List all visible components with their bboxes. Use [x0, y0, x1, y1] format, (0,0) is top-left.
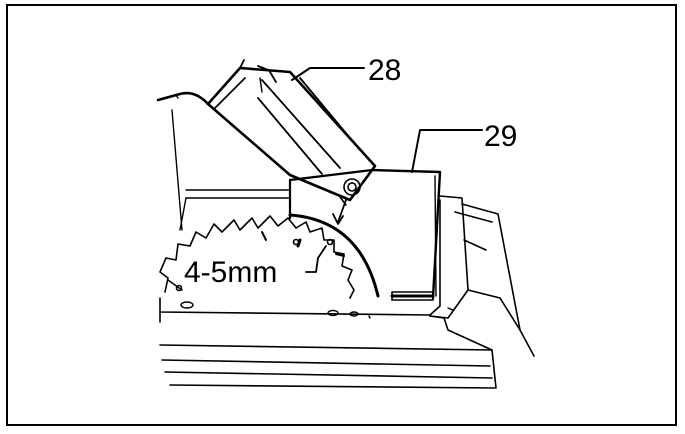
saw-table	[159, 195, 535, 389]
leader-lines	[291, 67, 483, 173]
guard-plate-29	[370, 168, 442, 301]
riving-knife	[288, 168, 380, 298]
blade-guard-28	[156, 59, 377, 231]
label-part-28: 28	[368, 54, 401, 87]
table-holes	[180, 301, 454, 319]
saw-blade	[159, 215, 355, 299]
label-gap-measure: 4-5mm	[184, 256, 277, 289]
gap-arrow-icon	[305, 199, 347, 273]
label-part-29: 29	[484, 120, 517, 153]
